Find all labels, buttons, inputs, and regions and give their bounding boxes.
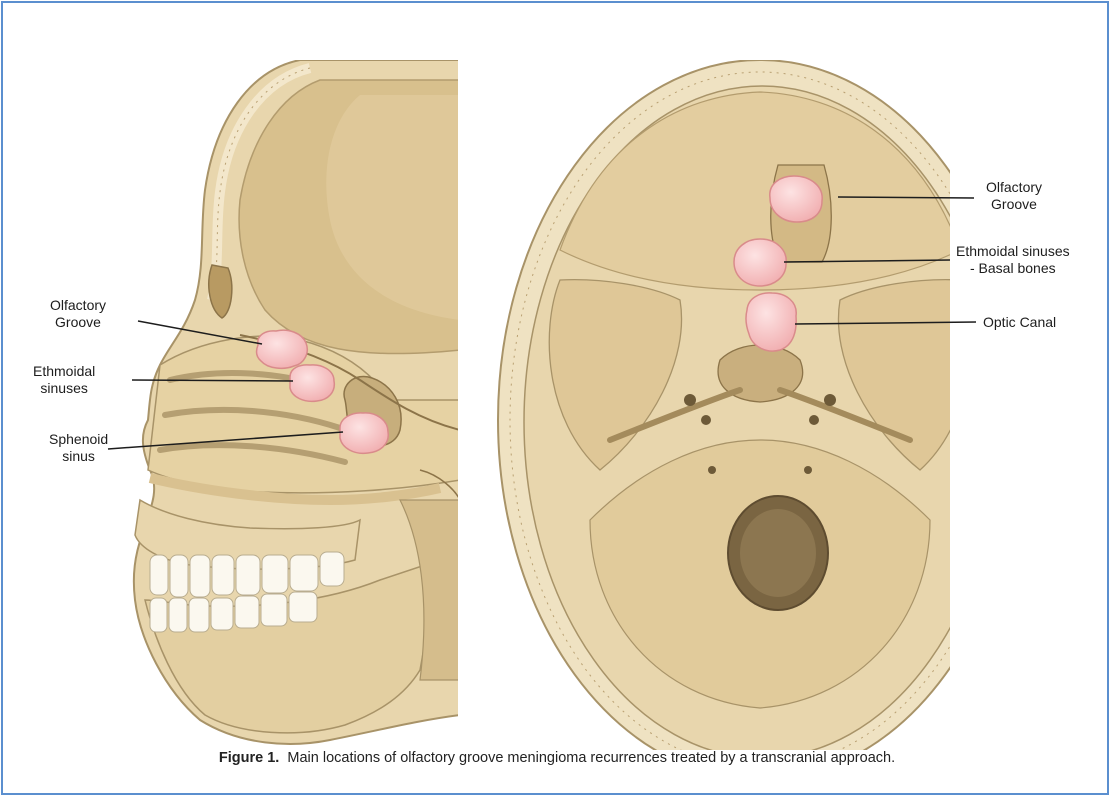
tumor-right-olfactory <box>770 176 822 222</box>
label-right-ethmoidal-basal: Ethmoidal sinuses - Basal bones <box>956 243 1070 277</box>
label-right-optic-canal: Optic Canal <box>983 314 1056 331</box>
upper-teeth <box>150 552 344 597</box>
leader-right-olfactory <box>838 197 974 198</box>
tumor-left-sphenoid <box>340 413 388 453</box>
label-left-sphenoid-sinus: Sphenoid sinus <box>49 431 108 465</box>
leader-left-ethmoidal <box>132 380 293 381</box>
sagittal-skull <box>134 60 460 744</box>
axial-skull-base <box>498 60 1022 780</box>
tumor-right-ethmoidal <box>734 239 786 286</box>
caption-label: Figure 1. <box>219 750 279 766</box>
figure-caption: Figure 1. Main locations of olfactory gr… <box>0 750 1114 766</box>
tumor-right-optic <box>746 293 796 351</box>
caption-text: Main locations of olfactory groove menin… <box>287 750 895 766</box>
tumor-left-ethmoidal <box>290 365 334 402</box>
label-right-olfactory-groove: Olfactory Groove <box>986 179 1042 213</box>
label-left-ethmoidal-sinuses: Ethmoidal sinuses <box>33 363 95 397</box>
tumor-left-olfactory <box>256 330 307 368</box>
label-left-olfactory-groove: Olfactory Groove <box>50 297 106 331</box>
